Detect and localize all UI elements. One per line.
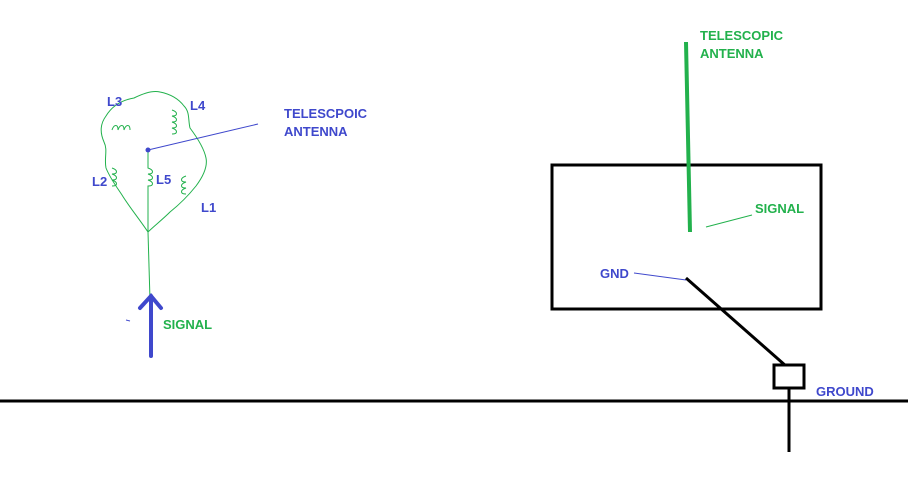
ground-wire — [685, 276, 787, 368]
gnd-label: GND — [600, 266, 629, 281]
gnd-pointer-line — [633, 272, 687, 281]
telescopic-antenna — [684, 41, 692, 233]
coil-tree-antenna — [100, 91, 207, 301]
coil-tree-outline — [100, 91, 207, 233]
antenna-pointer-line — [147, 123, 259, 151]
coil-label-l2: L2 — [92, 174, 107, 189]
coil-l3 — [111, 125, 131, 131]
coil-l1 — [181, 175, 187, 195]
coil-l5 — [147, 150, 153, 232]
coil-label-l3: L3 — [107, 94, 122, 109]
signal-label-left: SIGNAL — [163, 317, 212, 332]
coil-label-l1: L1 — [201, 200, 216, 215]
coil-l4 — [171, 109, 177, 135]
antenna-feed-dot — [145, 147, 151, 153]
antenna-label-line2: ANTENNA — [284, 124, 348, 139]
ground-label: GROUND — [816, 384, 874, 399]
antenna-label-line2-right: ANTENNA — [700, 46, 764, 61]
signal-pointer-line — [705, 214, 753, 228]
signal-label-right: SIGNAL — [755, 201, 804, 216]
coil-l2 — [111, 167, 117, 187]
device-box — [550, 163, 823, 311]
signal-tick — [125, 319, 131, 322]
feed-line — [147, 231, 151, 301]
antenna-label-line1-right: TELESCOPIC — [700, 28, 784, 43]
signal-arrow — [138, 292, 163, 358]
coil-label-l5: L5 — [156, 172, 171, 187]
ground-terminal — [772, 363, 806, 390]
antenna-label-line1: TELESCPOIC — [284, 106, 368, 121]
coil-label-l4: L4 — [190, 98, 206, 113]
